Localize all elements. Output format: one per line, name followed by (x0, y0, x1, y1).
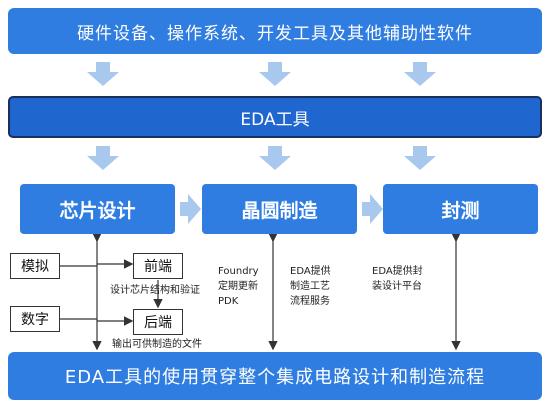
note-eda-process-line-3: 流程服务 (290, 296, 330, 307)
stage-packaging-label: 封测 (441, 199, 480, 222)
note-eda-process-service: EDA提供 制造工艺 流程服务 (290, 264, 331, 309)
note-eda-package-platform: EDA提供封 装设计平台 (372, 264, 423, 294)
note-foundry-line-2: 定期更新 (218, 281, 258, 292)
down-arrow-mid-3 (404, 146, 436, 170)
down-arrow-mid-2 (259, 146, 291, 170)
bottom-bar-summary: EDA工具的使用贯穿整个集成电路设计和制造流程 (8, 352, 542, 400)
stage-chip-design: 芯片设计 (20, 184, 175, 234)
digital-box: 数字 (10, 306, 60, 332)
eda-bar-label: EDA工具 (240, 109, 310, 130)
analog-box: 模拟 (10, 253, 60, 279)
top-bar-hardware-software: 硬件设备、操作系统、开发工具及其他辅助性软件 (8, 8, 542, 54)
stage-wafer-manufacturing: 晶圆制造 (202, 184, 357, 234)
digital-label: 数字 (21, 312, 49, 328)
stage-wafer-label: 晶圆制造 (241, 199, 318, 222)
bottom-bar-label: EDA工具的使用贯穿整个集成电路设计和制造流程 (64, 367, 486, 388)
top-bar-label: 硬件设备、操作系统、开发工具及其他辅助性软件 (77, 23, 473, 44)
note-eda-package-line-1: EDA提供封 (372, 266, 423, 277)
analog-label: 模拟 (21, 259, 49, 275)
note-foundry-line-3: PDK (218, 296, 239, 307)
down-arrow-mid-1 (87, 146, 119, 170)
note-chip-design: 设计芯片结构和验证 (110, 285, 200, 296)
frontend-label: 前端 (144, 259, 172, 275)
right-arrow-2 (362, 194, 383, 224)
note-eda-package-line-2: 装设计平台 (372, 281, 422, 292)
note-foundry-line-1: Foundry (218, 266, 259, 277)
note-foundry-pdk: Foundry 定期更新 PDK (218, 264, 259, 309)
stage-chip-design-label: 芯片设计 (59, 199, 136, 222)
note-eda-process-line-2: 制造工艺 (290, 281, 330, 292)
right-arrow-1 (180, 194, 201, 224)
down-arrow-top-1 (87, 62, 119, 86)
backend-label: 后端 (144, 315, 172, 331)
eda-tools-bar: EDA工具 (8, 96, 542, 138)
down-arrow-top-3 (404, 62, 436, 86)
backend-box: 后端 (133, 309, 183, 335)
stage-packaging-testing: 封测 (383, 184, 538, 234)
down-arrow-top-2 (259, 62, 291, 86)
note-eda-process-line-1: EDA提供 (290, 266, 331, 277)
note-output-files: 输出可供制造的文件 (112, 339, 202, 350)
frontend-box: 前端 (133, 253, 183, 279)
